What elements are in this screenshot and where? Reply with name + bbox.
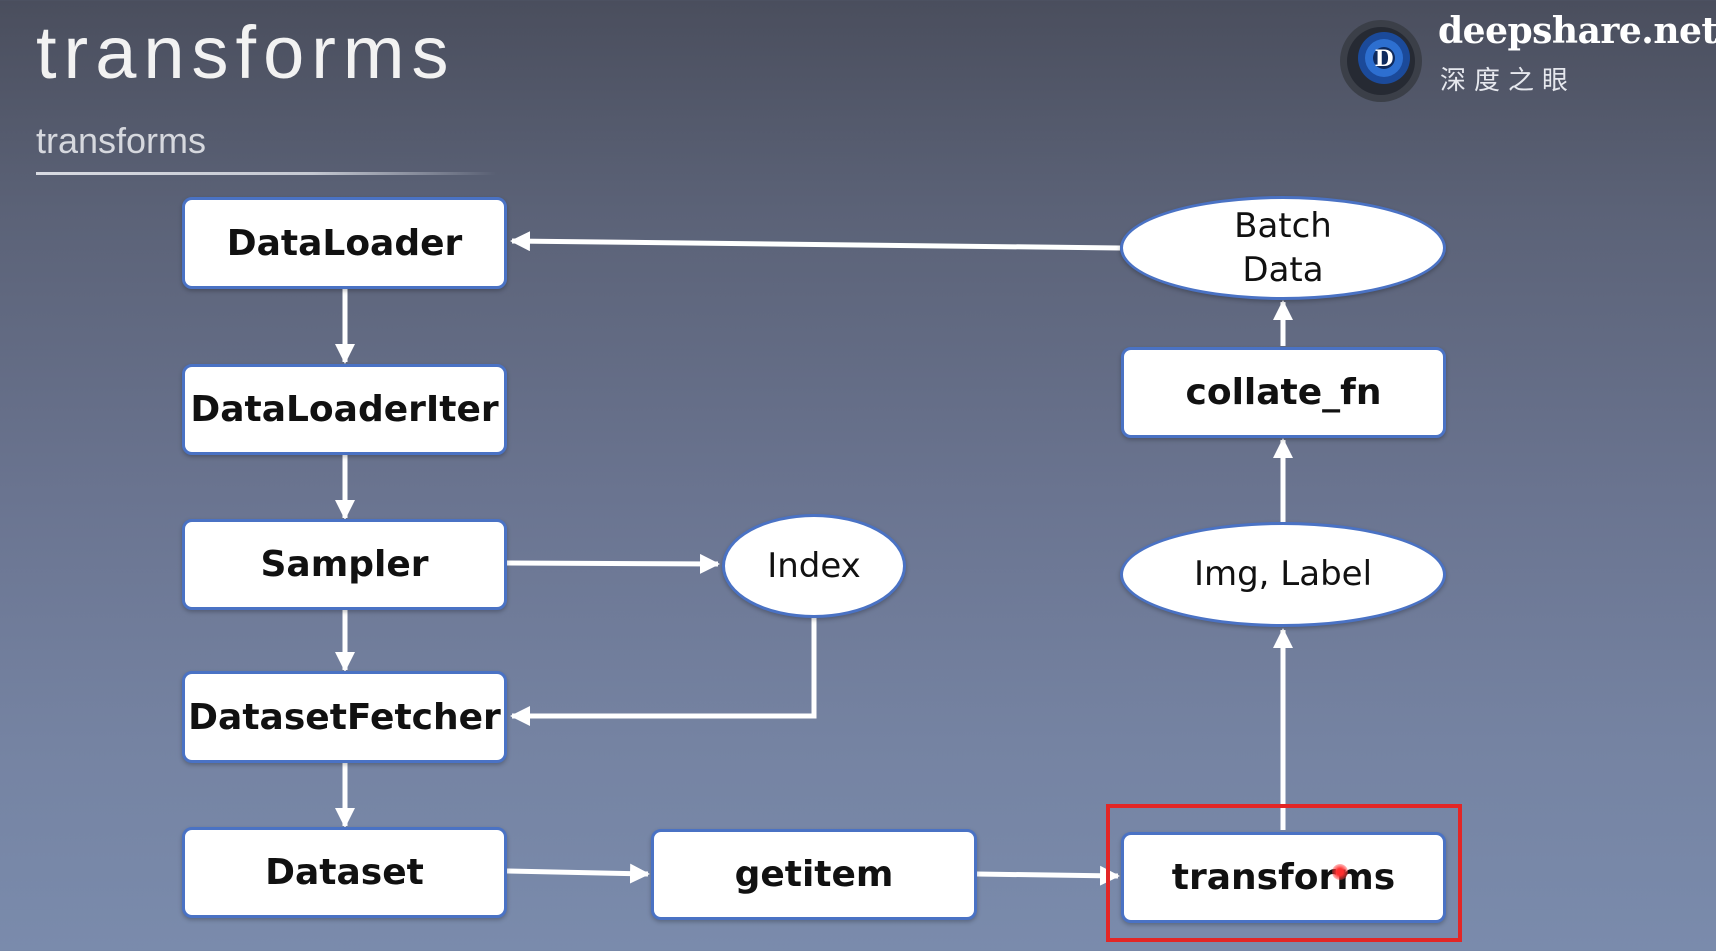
brand-chinese-name: 深度之眼 xyxy=(1440,66,1577,96)
node-getitem-label: getitem xyxy=(734,854,894,895)
node-batch-data-line1: Batch xyxy=(1234,205,1332,246)
logo-letter: D xyxy=(1374,46,1393,72)
node-batch-data-line2: Data xyxy=(1242,250,1324,290)
node-dataloaderiter: DataLoaderIter xyxy=(182,364,507,455)
node-collate-fn: collate_fn xyxy=(1121,347,1446,438)
node-transforms-label: transforms xyxy=(1171,857,1396,898)
node-collate-fn-label: collate_fn xyxy=(1185,372,1382,413)
edge-getitem-to-transforms xyxy=(976,865,1120,886)
node-sampler: Sampler xyxy=(182,519,507,610)
edge-dataset-to-getitem xyxy=(506,863,650,884)
slide-title: transforms xyxy=(36,11,456,94)
node-transforms: transforms xyxy=(1121,832,1446,923)
node-datasetfetcher: DatasetFetcher xyxy=(182,671,507,763)
edge-index-to-datasetfetcher xyxy=(510,618,817,726)
node-index-label: Index xyxy=(767,545,861,586)
node-dataloaderiter-label: DataLoaderIter xyxy=(190,389,499,430)
node-dataset-label: Dataset xyxy=(265,852,424,893)
node-dataloader-label: DataLoader xyxy=(226,222,463,264)
node-index: Index xyxy=(722,514,906,618)
node-dataset: Dataset xyxy=(182,827,507,918)
node-dataloader: DataLoader xyxy=(182,197,507,289)
node-datasetfetcher-label: DatasetFetcher xyxy=(188,696,501,738)
edge-sampler-to-index xyxy=(506,553,720,574)
node-sampler-label: Sampler xyxy=(260,544,429,585)
transforms-highlight-box xyxy=(1106,804,1462,942)
edge-batchdata-to-dataloader xyxy=(510,231,1121,252)
subtitle-divider xyxy=(36,172,496,175)
node-img-label-label: Img, Label xyxy=(1193,554,1373,595)
slide-subtitle: transforms xyxy=(36,120,207,161)
deepshare-logo-icon: D xyxy=(1340,20,1422,102)
node-getitem: getitem xyxy=(651,829,977,920)
pointer-cursor-icon xyxy=(1332,864,1348,880)
node-img-label: Img, Label xyxy=(1120,522,1446,627)
node-batch-data: Batch Data xyxy=(1120,196,1446,300)
brand-name: deepshare.net xyxy=(1438,10,1716,52)
